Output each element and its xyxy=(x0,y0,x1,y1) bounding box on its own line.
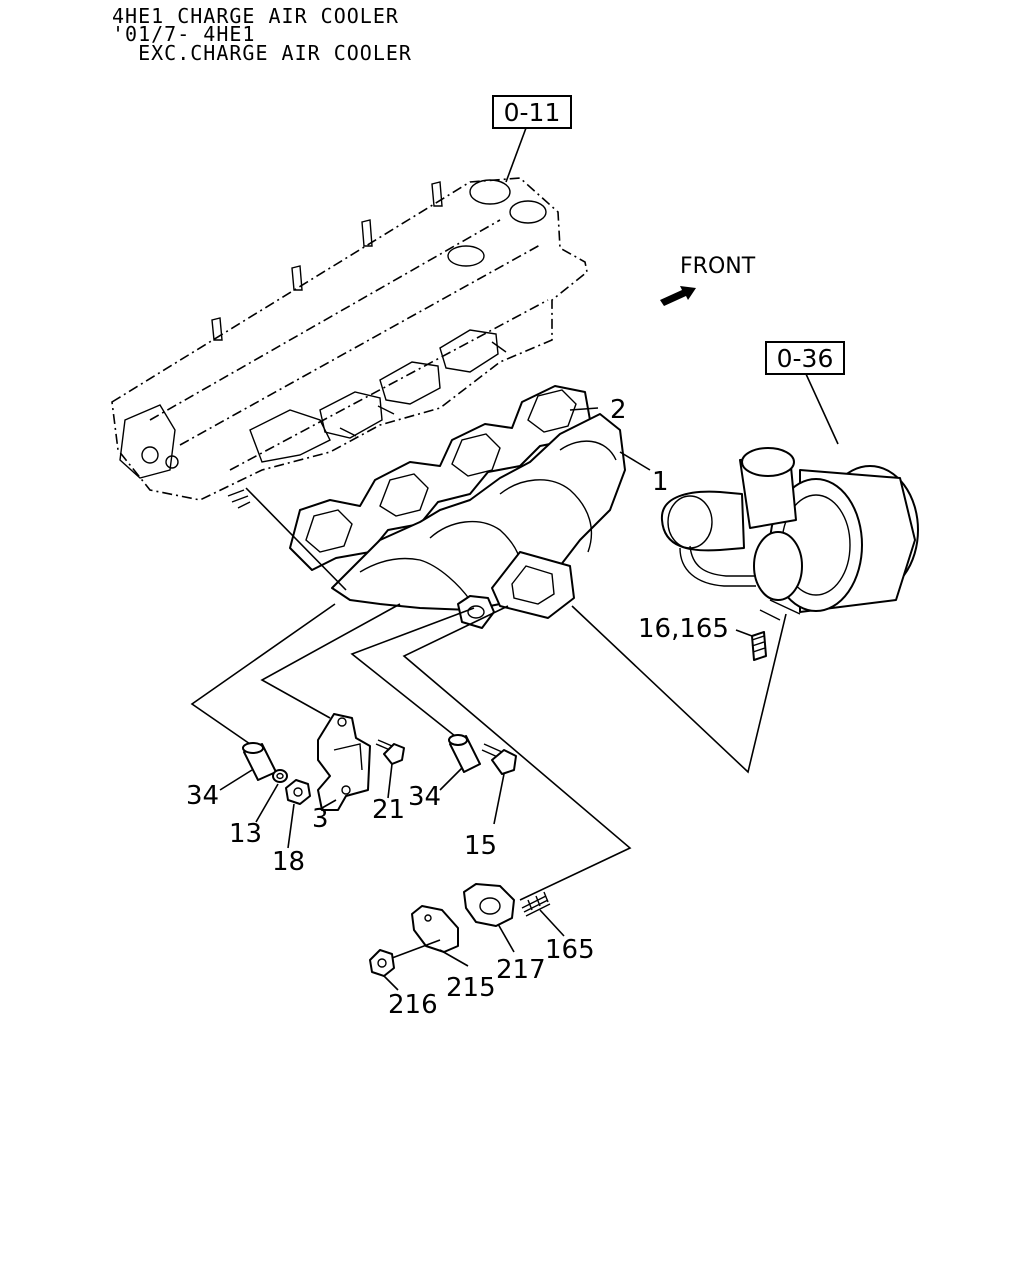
svg-text:FRONT: FRONT xyxy=(680,254,756,279)
svg-text:16,165: 16,165 xyxy=(638,614,729,644)
svg-text:15: 15 xyxy=(464,831,497,861)
ref-0-36: 0-36 xyxy=(765,341,845,445)
svg-text:215: 215 xyxy=(446,973,496,1003)
svg-text:13: 13 xyxy=(229,819,262,849)
svg-text:216: 216 xyxy=(388,990,438,1020)
svg-text:1: 1 xyxy=(652,467,669,497)
svg-text:21: 21 xyxy=(372,795,405,825)
stud-flange: 165 xyxy=(521,891,595,965)
header-line-3: EXC.CHARGE AIR COOLER xyxy=(112,41,412,65)
svg-text:0-11: 0-11 xyxy=(504,98,561,127)
svg-text:0-36: 0-36 xyxy=(777,344,834,373)
svg-text:34: 34 xyxy=(408,782,441,812)
exhaust-manifold-drawing: 1 xyxy=(331,413,669,629)
svg-text:165: 165 xyxy=(545,935,595,965)
svg-text:2: 2 xyxy=(610,395,627,425)
bracket: 3 xyxy=(312,713,371,834)
cover-plate: 215 xyxy=(411,905,496,1003)
bolt-bracket: 21 xyxy=(372,739,405,825)
nut: 18 xyxy=(272,779,311,877)
sleeve-left: 34 xyxy=(186,742,277,811)
svg-text:217: 217 xyxy=(496,955,546,985)
front-arrow-icon xyxy=(660,286,696,306)
svg-text:3: 3 xyxy=(312,804,329,834)
svg-text:18: 18 xyxy=(272,847,305,877)
washer: 13 xyxy=(229,769,288,849)
header-line-2: '01/7- 4HE1 xyxy=(112,22,256,46)
bolt: 15 xyxy=(464,743,517,861)
flange-gasket: 217 xyxy=(463,883,546,985)
stud-turbo: 16,165 xyxy=(638,614,767,661)
sleeve-right: 34 xyxy=(408,734,481,812)
leader-lines xyxy=(190,487,787,901)
manifold-gasket-drawing: 2 xyxy=(289,385,627,571)
turbocharger-drawing xyxy=(660,447,919,621)
cylinder-head-drawing xyxy=(111,177,588,509)
svg-text:34: 34 xyxy=(186,781,219,811)
ref-0-11: 0-11 xyxy=(492,95,572,183)
front-direction: FRONT xyxy=(660,254,756,306)
flange-nut: 216 xyxy=(369,939,441,1020)
header-line-1: 4HE1 CHARGE AIR COOLER xyxy=(112,4,399,28)
